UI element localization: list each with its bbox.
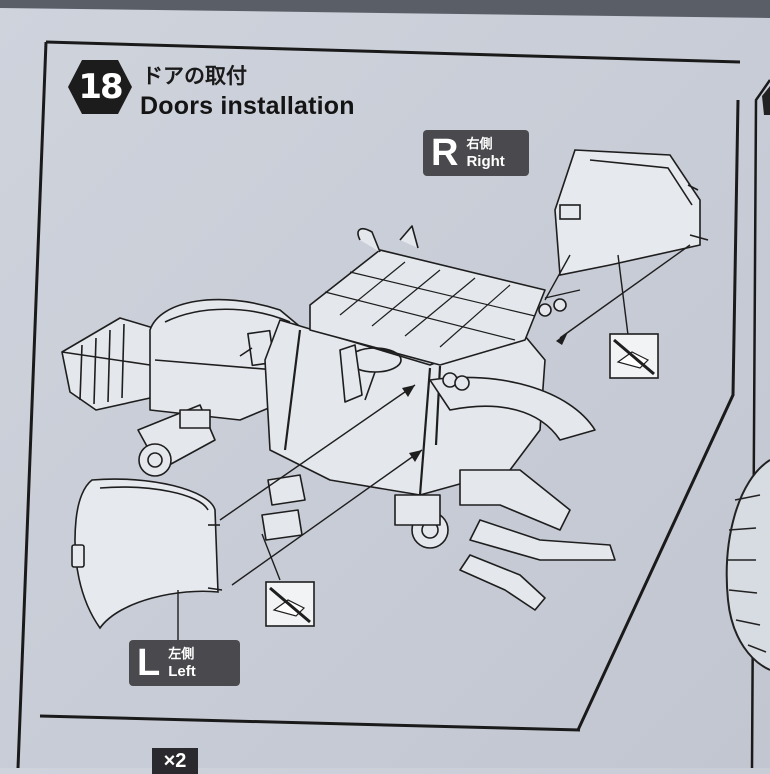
right-tag-japanese: 右側: [466, 137, 493, 152]
next-step-quantity-badge: ×2: [152, 748, 198, 774]
left-tag-japanese: 左側: [168, 647, 195, 662]
no-glue-icon: [265, 581, 315, 627]
step-title-english: Doors installation: [140, 92, 355, 120]
rear-weight-block: [61, 317, 161, 411]
right-side-tag: R 右側 Right: [423, 130, 529, 176]
step-number-badge: [68, 60, 132, 114]
left-door-part: [71, 478, 223, 630]
left-side-tag: L 左側 Left: [129, 640, 240, 686]
right-tag-english: Right: [466, 153, 505, 170]
rear-hitch: [394, 469, 616, 611]
left-tag-english: Left: [168, 663, 196, 680]
right-tag-letter: R: [431, 132, 459, 174]
step-title-japanese: ドアの取付: [142, 64, 247, 88]
right-door-part: [554, 149, 709, 276]
rear-fender: [429, 376, 596, 441]
step-number: 18: [78, 67, 123, 107]
installation-arrows: [177, 244, 691, 640]
front-axle: [137, 404, 216, 477]
cab-steps: [261, 474, 306, 541]
no-glue-icon: [609, 333, 659, 379]
left-tag-letter: L: [137, 642, 161, 684]
